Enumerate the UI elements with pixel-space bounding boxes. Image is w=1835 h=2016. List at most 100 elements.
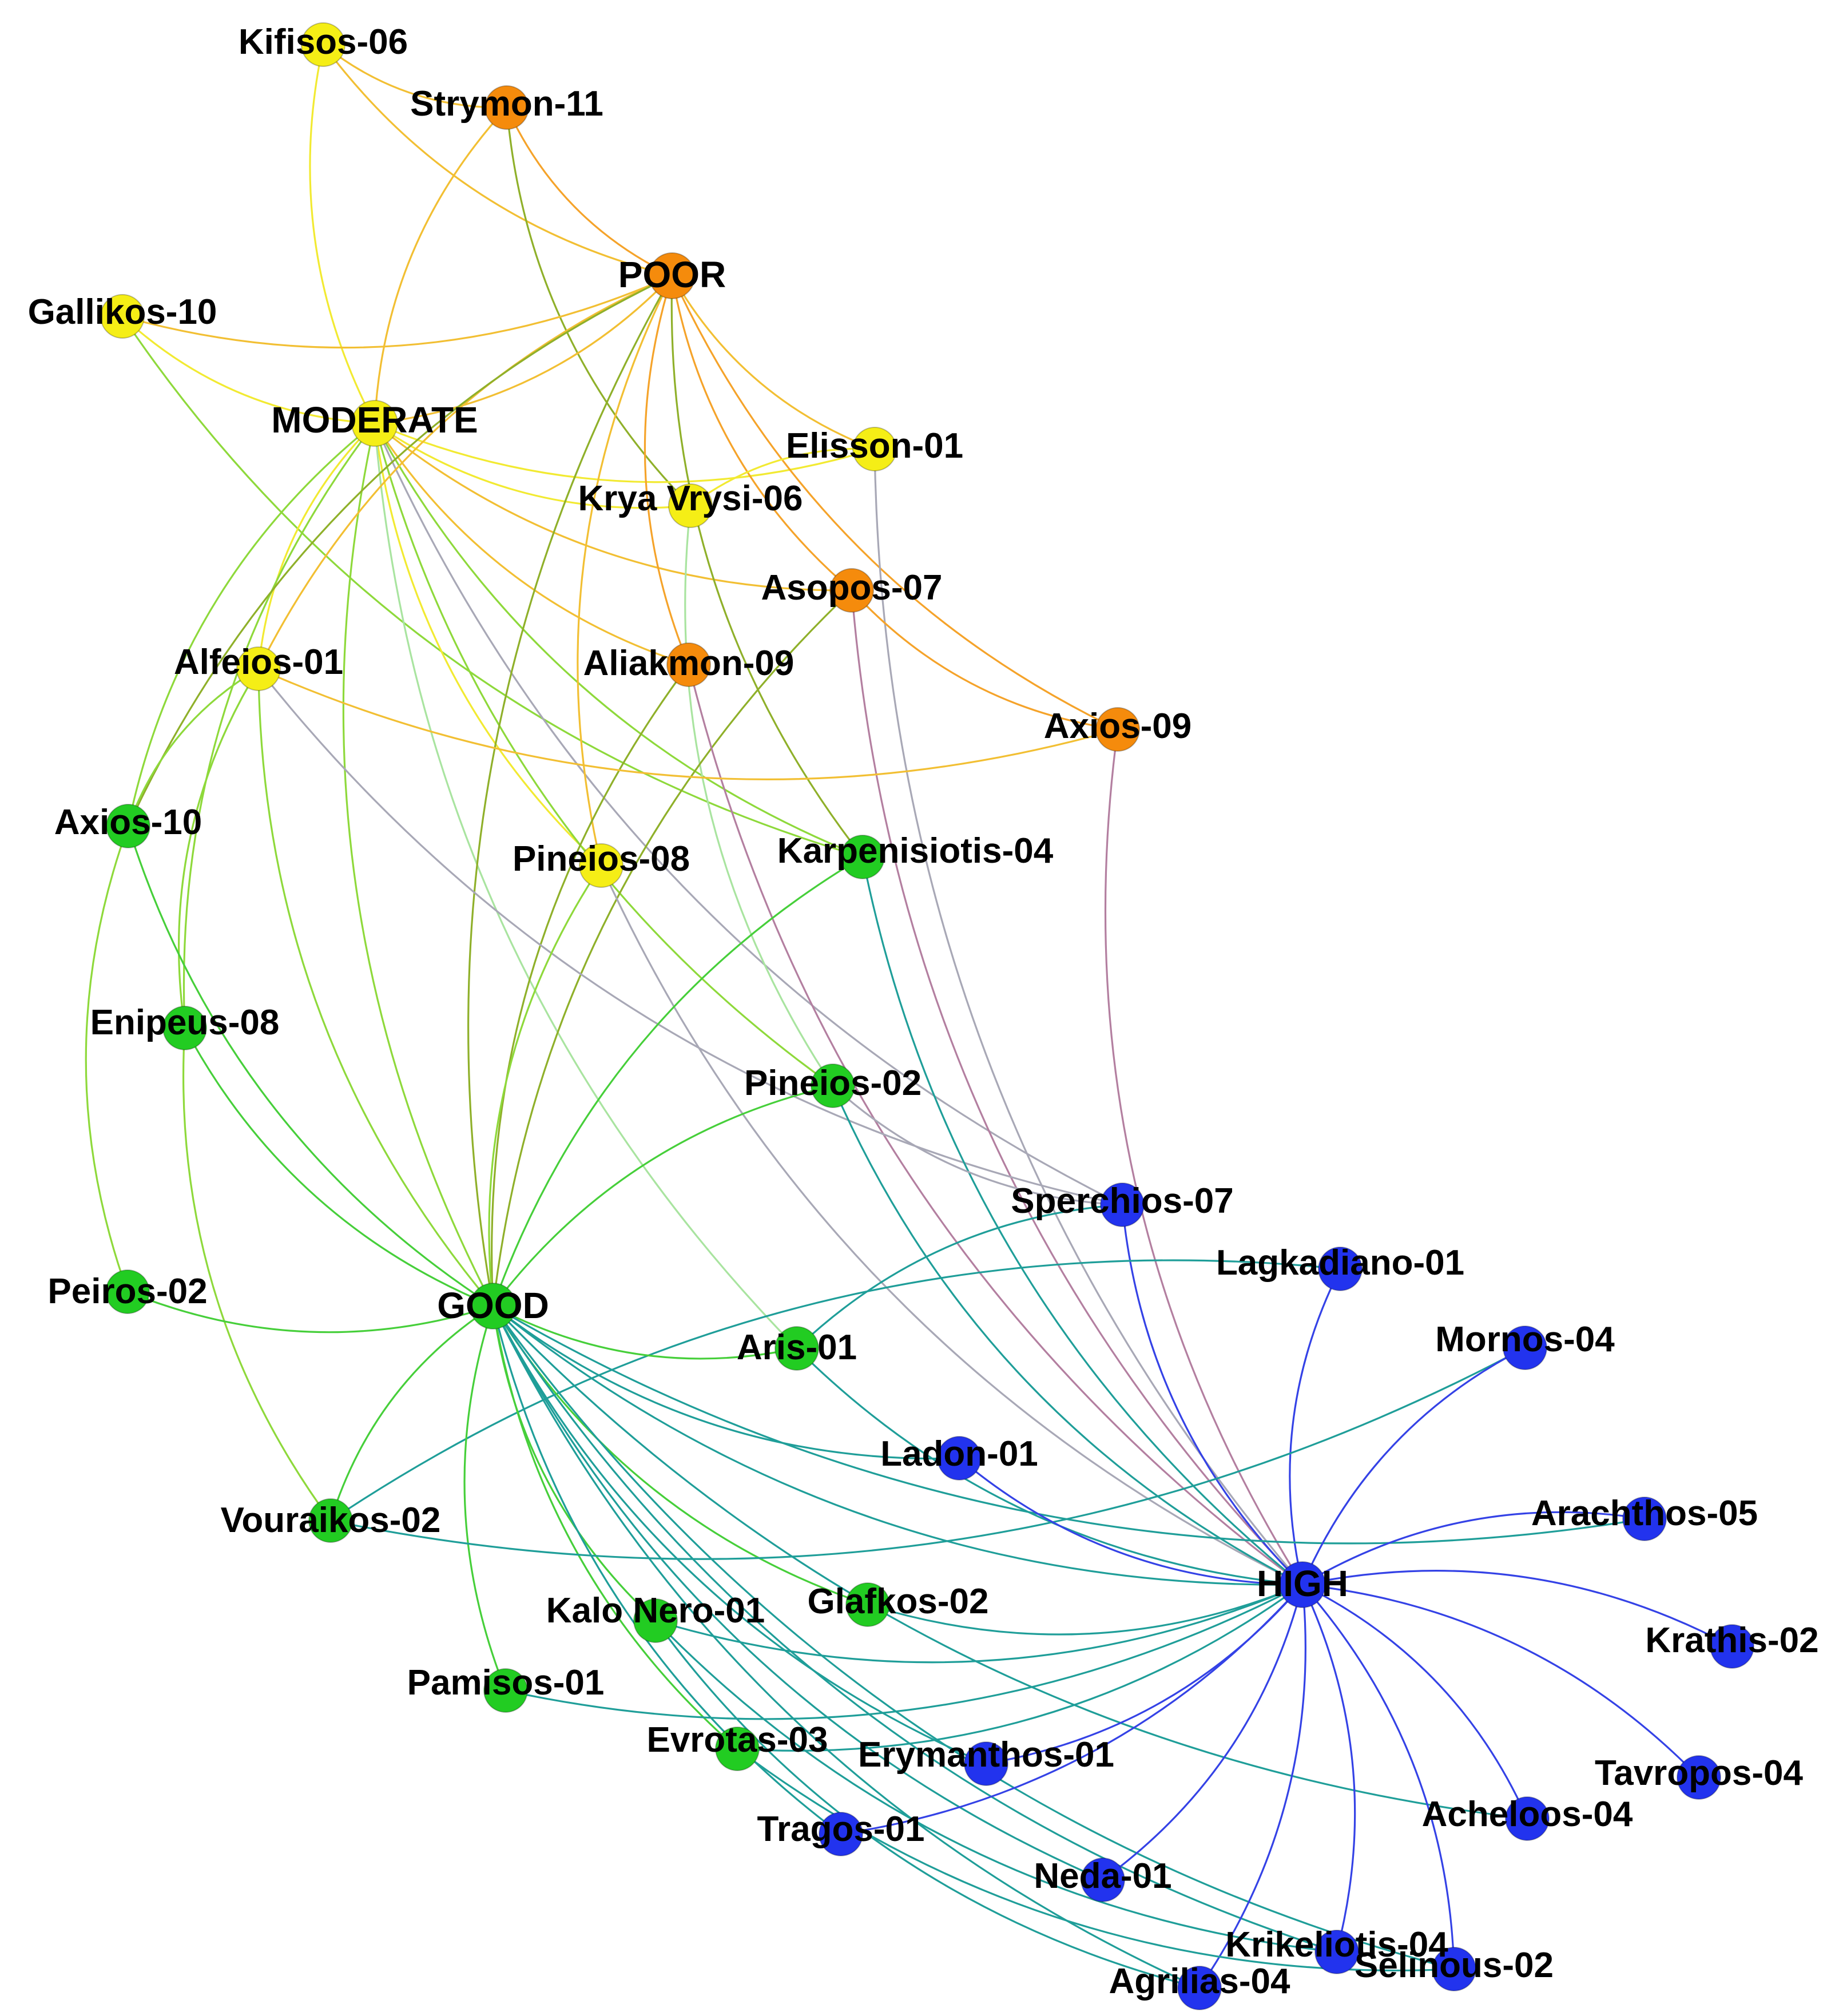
edge-enipeus-08-to-good bbox=[184, 1027, 494, 1307]
node-axios-10[interactable] bbox=[106, 804, 150, 848]
node-peiros-02[interactable] bbox=[105, 1269, 150, 1314]
edge-aliakmon-09-to-high bbox=[688, 664, 1303, 1586]
node-mornos-04[interactable] bbox=[1503, 1326, 1547, 1370]
node-acheloos-04[interactable] bbox=[1505, 1796, 1550, 1841]
edge-krya-vrysi-06-to-pineios-02 bbox=[684, 505, 834, 1086]
node-label-alfeios-01: Alfeios-01 bbox=[174, 642, 343, 682]
node-strymon-11[interactable] bbox=[484, 85, 529, 130]
edge-moderate-to-aris-01 bbox=[374, 423, 798, 1350]
edge-strymon-11-to-poor bbox=[506, 107, 673, 277]
edge-asopos-07-to-axios-09 bbox=[851, 589, 1118, 731]
node-label-evrotas-03: Evrotas-03 bbox=[646, 1720, 828, 1760]
node-pineios-08[interactable] bbox=[579, 843, 623, 888]
node-glafkos-02[interactable] bbox=[845, 1582, 890, 1627]
edge-selinous-02-to-high bbox=[1301, 1584, 1455, 1970]
node-krathis-02[interactable] bbox=[1710, 1624, 1754, 1669]
node-arachthos-05[interactable] bbox=[1622, 1497, 1667, 1541]
node-pamisos-01[interactable] bbox=[483, 1668, 528, 1713]
node-tavropos-04[interactable] bbox=[1677, 1755, 1721, 1800]
node-label-axios-10: Axios-10 bbox=[54, 803, 202, 842]
edge-axios-10-to-good bbox=[127, 826, 494, 1307]
edge-poor-to-axios-09 bbox=[671, 275, 1118, 731]
edge-poor-to-aliakmon-09 bbox=[644, 275, 690, 665]
node-label-ladon-01: Ladon-01 bbox=[880, 1434, 1038, 1474]
node-label-tavropos-04: Tavropos-04 bbox=[1595, 1753, 1804, 1793]
node-good[interactable] bbox=[470, 1283, 517, 1330]
node-kifisos-06[interactable] bbox=[301, 22, 345, 67]
edge-krathis-02-to-high bbox=[1302, 1570, 1733, 1648]
node-label-gallikos-10: Gallikos-10 bbox=[28, 292, 217, 332]
edge-good-to-evrotas-03 bbox=[492, 1305, 738, 1750]
edge-good-to-pamisos-01 bbox=[463, 1305, 507, 1691]
edge-poor-to-axios-10 bbox=[127, 275, 673, 827]
edge-alfeios-01-to-axios-10 bbox=[127, 668, 259, 827]
node-axios-09[interactable] bbox=[1095, 707, 1140, 752]
edge-moderate-to-asopos-07 bbox=[374, 422, 852, 592]
node-gallikos-10[interactable] bbox=[100, 294, 145, 339]
node-agrilias-04[interactable] bbox=[1177, 1966, 1222, 2010]
node-elisson-01[interactable] bbox=[852, 427, 897, 471]
node-label-kifisos-06: Kifisos-06 bbox=[239, 22, 408, 62]
edge-poor-to-pineios-08 bbox=[577, 275, 673, 866]
edge-karpenisiotis-04-to-high bbox=[861, 856, 1304, 1586]
node-selinous-02[interactable] bbox=[1432, 1947, 1476, 1991]
edge-strymon-11-to-krya-vrysi-06 bbox=[506, 107, 692, 507]
node-moderate[interactable] bbox=[351, 400, 398, 447]
edge-asopos-07-to-good bbox=[492, 589, 853, 1307]
node-label-glafkos-02: Glafkos-02 bbox=[807, 1582, 988, 1621]
edge-kalo-nero-01-to-krikeliotis-04 bbox=[654, 1620, 1337, 1953]
node-enipeus-08[interactable] bbox=[162, 1006, 207, 1050]
node-label-acheloos-04: Acheloos-04 bbox=[1422, 1795, 1633, 1834]
edge-kifisos-06-to-poor bbox=[322, 44, 673, 277]
edge-good-to-agrilias-04 bbox=[492, 1305, 1200, 1989]
edge-moderate-to-elisson-01 bbox=[374, 422, 875, 483]
edge-moderate-to-alfeios-01 bbox=[257, 422, 376, 669]
node-aliakmon-09[interactable] bbox=[666, 642, 711, 687]
node-evrotas-03[interactable] bbox=[715, 1727, 760, 1771]
node-vouraikos-02[interactable] bbox=[308, 1498, 353, 1543]
node-label-elisson-01: Elisson-01 bbox=[786, 426, 963, 466]
edge-ladon-01-to-high bbox=[958, 1457, 1303, 1586]
edge-moderate-to-pineios-02 bbox=[374, 423, 833, 1087]
node-krikeliotis-04[interactable] bbox=[1314, 1930, 1359, 1974]
node-erymanthos-01[interactable] bbox=[964, 1741, 1008, 1786]
node-poor[interactable] bbox=[649, 252, 696, 299]
node-krya-vrysi-06[interactable] bbox=[668, 483, 713, 528]
node-label-vouraikos-02: Vouraikos-02 bbox=[221, 1501, 441, 1540]
edge-agrilias-04-to-high bbox=[1198, 1584, 1306, 1989]
edge-good-to-neda-01 bbox=[492, 1305, 1103, 1881]
node-asopos-07[interactable] bbox=[829, 568, 874, 613]
edge-moderate-to-pineios-08 bbox=[374, 423, 602, 867]
edge-gallikos-10-to-poor bbox=[122, 275, 673, 349]
node-sperchios-07[interactable] bbox=[1100, 1182, 1145, 1227]
edge-good-to-high bbox=[492, 1305, 1303, 1586]
edge-poor-to-alfeios-01 bbox=[257, 275, 673, 669]
node-neda-01[interactable] bbox=[1081, 1858, 1125, 1902]
edge-good-to-tragos-01 bbox=[492, 1305, 841, 1835]
node-label-kalo-nero-01: Kalo Nero-01 bbox=[546, 1591, 765, 1630]
edge-pineios-08-to-good bbox=[488, 865, 602, 1307]
node-lagkadiano-01[interactable] bbox=[1318, 1247, 1363, 1291]
node-kalo-nero-01[interactable] bbox=[633, 1598, 678, 1643]
edge-moderate-to-poor bbox=[374, 275, 673, 424]
edge-poor-to-elisson-01 bbox=[671, 275, 875, 450]
edge-layer bbox=[85, 43, 1733, 1989]
edge-kalo-nero-01-to-high bbox=[655, 1584, 1303, 1664]
node-pineios-02[interactable] bbox=[811, 1063, 855, 1108]
node-aris-01[interactable] bbox=[774, 1326, 819, 1371]
edge-alfeios-01-to-enipeus-08 bbox=[178, 668, 260, 1029]
node-label-krathis-02: Krathis-02 bbox=[1645, 1621, 1818, 1660]
edge-good-to-selinous-02 bbox=[492, 1305, 1455, 1970]
node-alfeios-01[interactable] bbox=[236, 646, 281, 691]
edge-moderate-to-aliakmon-09 bbox=[374, 423, 689, 666]
node-ladon-01[interactable] bbox=[937, 1436, 982, 1481]
node-high[interactable] bbox=[1279, 1561, 1326, 1608]
edge-moderate-to-axios-10 bbox=[127, 422, 376, 827]
edge-alfeios-01-to-good bbox=[257, 668, 494, 1307]
node-karpenisiotis-04[interactable] bbox=[840, 835, 885, 879]
edge-good-to-krikeliotis-04 bbox=[492, 1305, 1337, 1953]
edge-good-to-aris-01 bbox=[492, 1305, 797, 1360]
node-tragos-01[interactable] bbox=[819, 1812, 863, 1856]
node-label-pineios-02: Pineios-02 bbox=[744, 1063, 922, 1103]
edge-lagkadiano-01-to-vouraikos-02 bbox=[330, 1259, 1341, 1522]
